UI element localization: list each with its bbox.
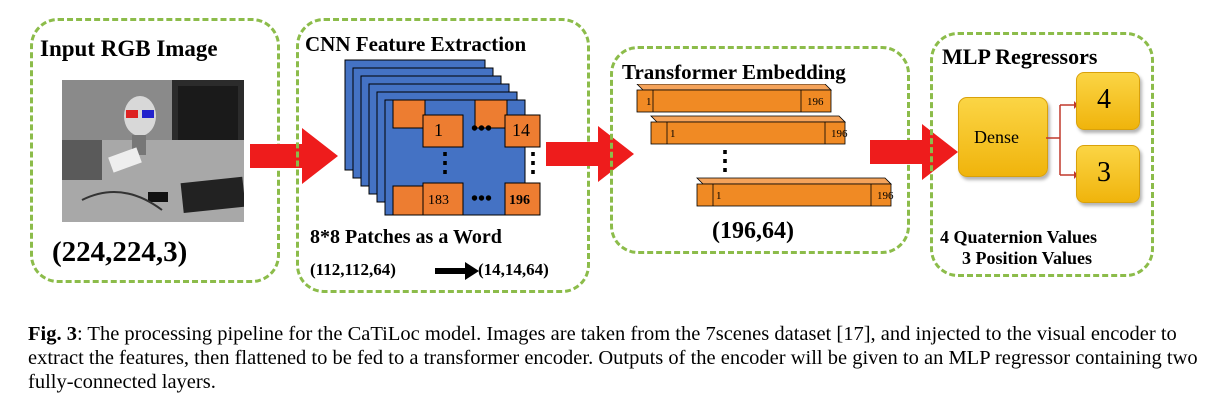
input-panel-title: Input RGB Image xyxy=(40,36,218,61)
output-box-quaternion xyxy=(1076,72,1140,130)
arrow-to-mlp-icon xyxy=(870,124,958,180)
cnn-shape-from: (112,112,64) xyxy=(310,260,396,279)
mlp-panel-title: MLP Regressors xyxy=(942,44,1098,69)
bar1-start: 1 xyxy=(646,96,652,108)
dense-box xyxy=(958,97,1048,177)
input-photo xyxy=(62,80,244,222)
feature-map-stack xyxy=(344,59,541,216)
output-position-count: 3 xyxy=(1097,157,1111,188)
mlp-panel xyxy=(930,32,1154,277)
grid-top-dots: ••• xyxy=(471,118,493,140)
grid-tl: 1 xyxy=(434,120,443,140)
arrow-to-cnn-icon xyxy=(250,128,338,184)
embedding-bars xyxy=(636,84,892,207)
caption-text: : The processing pipeline for the CaTiLo… xyxy=(28,323,1198,393)
grid-bottom-dots: ••• xyxy=(471,188,493,210)
mlp-position-text: 3 Position Values xyxy=(962,248,1093,268)
bar2-start: 1 xyxy=(670,128,676,140)
mlp-quaternion-text: 4 Quaternion Values xyxy=(940,227,1098,247)
transformer-panel-title: Transformer Embedding xyxy=(622,60,846,84)
bar1-end: 196 xyxy=(807,96,824,108)
output-quaternion-count: 4 xyxy=(1097,84,1111,115)
grid-tr: 14 xyxy=(512,120,530,140)
cnn-panel-title: CNN Feature Extraction xyxy=(305,32,527,56)
grid-left-vdots: ⋮ xyxy=(432,148,458,177)
input-shape-label: (224,224,3) xyxy=(52,236,188,268)
small-black-arrow-icon xyxy=(435,262,479,280)
bar3-start: 1 xyxy=(716,190,722,202)
grid-bl: 183 xyxy=(428,193,449,208)
bar3-end: 196 xyxy=(877,190,894,202)
grid-br: 196 xyxy=(509,193,530,208)
cnn-patch-note: 8*8 Patches as a Word xyxy=(310,226,502,248)
dense-label: Dense xyxy=(974,127,1019,147)
grid-right-vdots: ⋮ xyxy=(520,148,546,177)
output-box-position xyxy=(1076,145,1140,203)
transformer-shape-label: (196,64) xyxy=(712,218,794,244)
bars-vdots: ⋮ xyxy=(712,146,738,175)
caption-label: Fig. 3 xyxy=(28,323,77,345)
figure-caption: Fig. 3: The processing pipeline for the … xyxy=(28,322,1198,394)
dense-connectors xyxy=(1046,101,1078,179)
bar2-end: 196 xyxy=(831,128,848,140)
robot-head-photo-icon xyxy=(62,80,244,222)
cnn-shape-to: (14,14,64) xyxy=(478,260,549,279)
